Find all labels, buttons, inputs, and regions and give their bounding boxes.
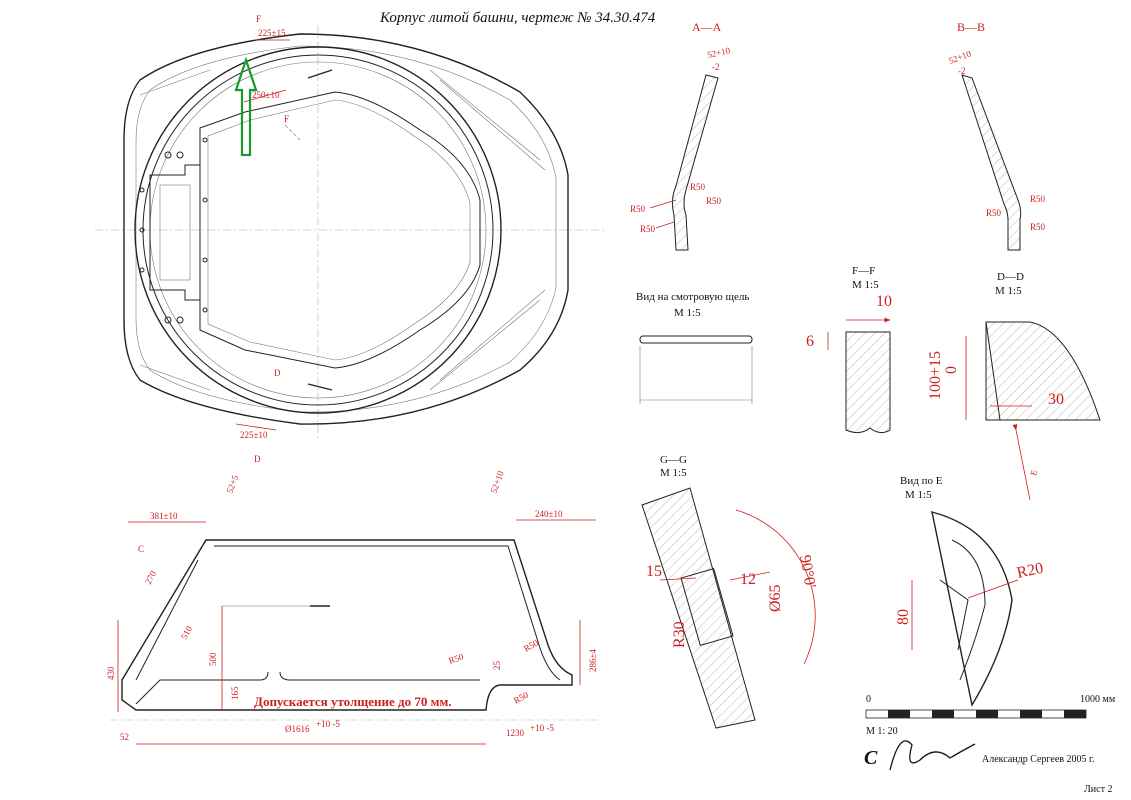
- slit-view-scale: M 1:5: [674, 307, 701, 319]
- aa-r50-3: R50: [706, 196, 722, 206]
- side-dim-1230-tol: +10 -5: [530, 723, 554, 733]
- section-ff: F—F M 1:5 10 6: [806, 265, 892, 434]
- slit-view: Вид на смотровую щель M 1:5: [636, 291, 753, 404]
- side-dim-52b: 52+10: [488, 469, 505, 495]
- section-gg-scale: M 1:5: [660, 467, 687, 479]
- section-mark-d-mid: D: [274, 368, 281, 378]
- dim-225-bottom: 225±10: [240, 430, 268, 440]
- dd-arrow-e: E: [1028, 468, 1039, 476]
- plan-view: F F D D 225±15 250±10 225±10: [95, 14, 605, 464]
- side-dim-25: 25: [492, 661, 502, 671]
- ve-dim-80: 80: [895, 609, 912, 625]
- copyright-icon: C: [864, 747, 878, 769]
- side-dim-52a: 52+5: [224, 473, 240, 494]
- view-e-label: Вид по E: [900, 475, 943, 487]
- green-arrow-icon: [234, 56, 258, 157]
- side-dim-381: 381±10: [150, 511, 178, 521]
- side-view: 381±10 52+5 52+10 240±10 C 270 510 500 4…: [106, 469, 600, 745]
- section-dd: D—D M 1:5 100+15 0 30 E: [927, 271, 1101, 501]
- section-mark-d-bottom: D: [254, 454, 261, 464]
- bb-dim-52: 52+10: [947, 48, 973, 65]
- ff-dim-6: 6: [806, 333, 814, 350]
- gg-dim-65: Ø65: [767, 584, 784, 612]
- scale-bar: 0 1000 мм M 1: 20: [865, 694, 1116, 737]
- section-gg: G—G M 1:5 90°0' 15 12 Ø65 R30: [641, 454, 819, 729]
- side-dim-165: 165: [230, 686, 240, 700]
- aa-r50-4: R50: [640, 224, 656, 234]
- aa-dim-52: 52+10: [706, 45, 731, 60]
- scale-zero: 0: [866, 694, 871, 705]
- slit-view-label: Вид на смотровую щель: [636, 291, 749, 303]
- dim-225-top: 225±15: [258, 28, 286, 38]
- section-dd-scale: M 1:5: [995, 285, 1022, 297]
- side-dim-510: 510: [179, 624, 194, 641]
- aa-r50-1: R50: [690, 182, 706, 192]
- side-mark-c: C: [138, 544, 144, 554]
- dd-dim-100: 100+15: [927, 351, 944, 400]
- side-dim-52c: 52: [120, 732, 129, 742]
- title-block: C Александр Сергеев 2005 г. Лист 2: [864, 740, 1112, 795]
- scale-ratio: M 1: 20: [866, 726, 898, 737]
- section-dd-label: D—D: [997, 271, 1024, 283]
- sheet-number: Лист 2: [1084, 784, 1112, 795]
- section-ff-scale: M 1:5: [852, 279, 879, 291]
- gg-dim-15: 15: [646, 563, 662, 580]
- bb-dim-52-tol: -2: [958, 66, 966, 76]
- dd-dim-100-tol: 0: [943, 366, 960, 374]
- side-dim-430: 430: [106, 666, 116, 680]
- author-label: Александр Сергеев 2005 г.: [982, 754, 1094, 765]
- side-dim-286: 286±4: [588, 649, 598, 672]
- ff-dim-10: 10: [876, 293, 892, 310]
- gg-dim-12: 12: [740, 571, 756, 588]
- ve-r20: R20: [1015, 560, 1045, 582]
- side-dim-270: 270: [143, 569, 158, 586]
- bb-r50-3: R50: [1030, 222, 1046, 232]
- drawing-title: Корпус литой башни, чертеж № 34.30.474: [379, 10, 656, 26]
- thickening-note: Допускается утолщение до 70 мм.: [254, 694, 452, 709]
- gg-angle-90: 90°0': [796, 554, 819, 590]
- section-ff-label: F—F: [852, 265, 875, 277]
- dim-250: 250±10: [252, 90, 280, 100]
- side-r50-c: R50: [512, 689, 530, 705]
- signature-icon: [889, 740, 976, 771]
- gg-r30: R30: [671, 621, 688, 648]
- dd-dim-30: 30: [1048, 391, 1064, 408]
- view-e-scale: M 1:5: [905, 489, 932, 501]
- side-dim-1616: Ø1616: [285, 724, 310, 734]
- view-e: Вид по E M 1:5 80 R20: [895, 475, 1045, 707]
- side-dim-1230: 1230: [506, 728, 525, 738]
- section-aa: A—A 52+10 -2 R50 R50 R50 R50: [630, 20, 731, 251]
- side-dim-240: 240±10: [535, 509, 563, 519]
- bb-r50-2: R50: [986, 208, 1002, 218]
- section-mark-f-top: F: [256, 14, 261, 24]
- side-dim-1616-tol: +10 -5: [316, 719, 340, 729]
- bb-r50-1: R50: [1030, 194, 1046, 204]
- section-bb: B—B 52+10 -2 R50 R50 R50: [947, 20, 1046, 251]
- side-dim-500: 500: [208, 652, 218, 666]
- scale-max: 1000 мм: [1080, 694, 1116, 705]
- section-mark-f-mid: F: [284, 114, 289, 124]
- section-aa-label: A—A: [692, 20, 722, 34]
- aa-dim-52-tol: -2: [712, 62, 720, 72]
- side-r50-a: R50: [447, 651, 465, 666]
- aa-r50-2: R50: [630, 204, 646, 214]
- section-gg-label: G—G: [660, 454, 687, 466]
- section-bb-label: B—B: [957, 20, 985, 34]
